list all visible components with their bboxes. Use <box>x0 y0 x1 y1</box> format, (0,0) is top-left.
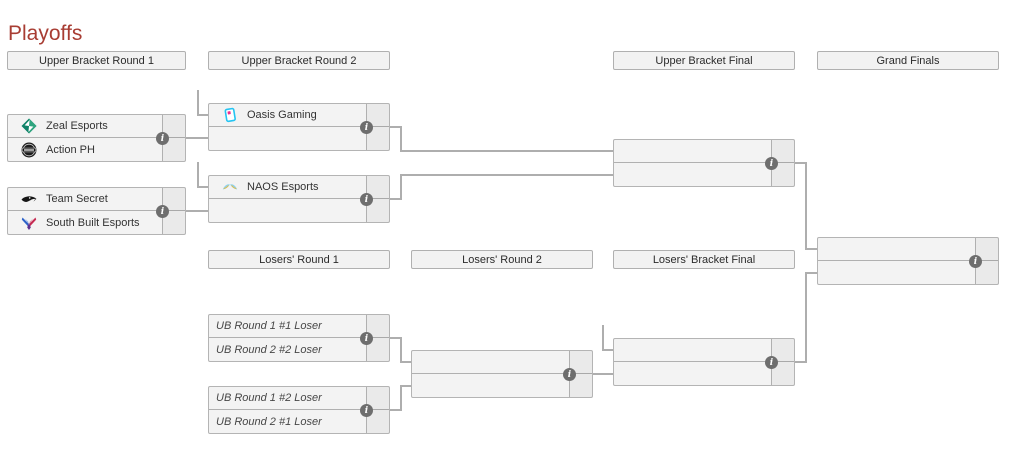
team-name: Team Secret <box>46 193 108 205</box>
team-slot-team-secret[interactable]: Team Secret <box>8 188 185 211</box>
header-losers-round-1: Losers' Round 1 <box>208 250 390 269</box>
team-slot-placeholder: UB Round 2 #2 Loser <box>209 338 389 361</box>
team-name: South Built Esports <box>46 216 140 229</box>
team-slot-zeal-esports[interactable]: Zeal Esports <box>8 115 185 138</box>
header-grand-finals: Grand Finals <box>817 51 999 70</box>
placeholder-text: UB Round 1 #1 Loser <box>216 320 322 332</box>
placeholder-text: UB Round 1 #2 Loser <box>216 392 322 404</box>
team-slot-placeholder: UB Round 1 #1 Loser <box>209 315 389 338</box>
team-slot-placeholder: UB Round 1 #2 Loser <box>209 387 389 410</box>
page-title: Playoffs <box>8 22 83 46</box>
info-icon[interactable]: i <box>765 356 778 369</box>
bracket-connector-line <box>400 174 613 176</box>
header-upper-bracket-final: Upper Bracket Final <box>613 51 795 70</box>
team-name: Oasis Gaming <box>247 109 317 121</box>
bracket-connector-line <box>197 90 199 116</box>
match-lb-round1-2: UB Round 1 #2 Loser UB Round 2 #1 Loser … <box>208 386 390 434</box>
header-upper-bracket-round-1: Upper Bracket Round 1 <box>7 51 186 70</box>
header-upper-bracket-round-2: Upper Bracket Round 2 <box>208 51 390 70</box>
team-name: Zeal Esports <box>46 120 108 132</box>
bracket-connector-line <box>593 373 613 375</box>
bracket-connector-line <box>795 361 807 363</box>
bracket-connector-line <box>805 272 817 274</box>
info-icon[interactable]: i <box>360 332 373 345</box>
bracket-connector-line <box>390 409 402 411</box>
bracket-connector-line <box>400 361 413 363</box>
info-icon[interactable]: i <box>360 404 373 417</box>
header-losers-bracket-final: Losers' Bracket Final <box>613 250 795 269</box>
team-name: Action PH <box>46 143 95 156</box>
team-name: NAOS Esports <box>247 181 319 193</box>
team-slot-action-ph[interactable]: Action PH <box>8 138 185 161</box>
placeholder-text: UB Round 2 #1 Loser <box>216 415 322 428</box>
info-icon[interactable]: i <box>156 132 169 145</box>
bracket-connector-line <box>400 126 402 152</box>
action-ph-logo-icon <box>21 142 37 158</box>
naos-esports-logo-icon <box>222 179 238 195</box>
info-icon[interactable]: i <box>765 157 778 170</box>
info-icon[interactable]: i <box>563 368 576 381</box>
team-slot-oasis-gaming[interactable]: Oasis Gaming <box>209 104 389 127</box>
south-built-esports-logo-icon <box>21 215 37 231</box>
team-slot-empty <box>412 351 592 374</box>
bracket-connector-line <box>197 162 199 188</box>
bracket-connector-line <box>400 337 402 363</box>
team-slot-placeholder: UB Round 2 #1 Loser <box>209 410 389 433</box>
match-ub-final: i <box>613 139 795 187</box>
bracket-connector-line <box>400 385 413 387</box>
team-slot-empty <box>614 339 794 362</box>
oasis-gaming-logo-icon <box>222 107 238 123</box>
team-secret-logo-icon <box>21 191 37 207</box>
bracket-connector-line <box>390 198 402 200</box>
info-icon[interactable]: i <box>360 121 373 134</box>
bracket-connector-line <box>390 126 402 128</box>
bracket-connector-line <box>400 174 402 200</box>
zeal-esports-logo-icon <box>21 118 37 134</box>
placeholder-text: UB Round 2 #2 Loser <box>216 343 322 356</box>
info-icon[interactable]: i <box>156 205 169 218</box>
bracket-connector-line <box>805 272 807 363</box>
bracket-connector-line <box>390 337 402 339</box>
match-grand-finals: i <box>817 237 999 285</box>
team-slot-naos-esports[interactable]: NAOS Esports <box>209 176 389 199</box>
match-lb-round1-1: UB Round 1 #1 Loser UB Round 2 #2 Loser … <box>208 314 390 362</box>
bracket-connector-line <box>197 186 208 188</box>
team-slot-empty <box>614 140 794 163</box>
match-ub-round1-1: Zeal Esports Action PH i <box>7 114 186 162</box>
bracket-connector-line <box>795 162 807 164</box>
bracket-connector-line <box>186 137 208 139</box>
bracket-connector-line <box>186 210 208 212</box>
match-lb-final: i <box>613 338 795 386</box>
bracket-connector-line <box>602 325 604 351</box>
header-losers-round-2: Losers' Round 2 <box>411 250 593 269</box>
info-icon[interactable]: i <box>360 193 373 206</box>
info-icon[interactable]: i <box>969 255 982 268</box>
bracket-connector-line <box>400 385 402 411</box>
match-lb-round2: i <box>411 350 593 398</box>
bracket-connector-line <box>602 349 613 351</box>
bracket-connector-line <box>805 248 817 250</box>
team-slot-empty <box>818 238 998 261</box>
team-slot-south-built-esports[interactable]: South Built Esports <box>8 211 185 234</box>
match-ub-round2-1: Oasis Gaming i <box>208 103 390 151</box>
bracket-connector-line <box>805 162 807 250</box>
bracket-connector-line <box>197 114 208 116</box>
match-ub-round1-2: Team Secret South Built Esports i <box>7 187 186 235</box>
match-ub-round2-2: NAOS Esports i <box>208 175 390 223</box>
bracket-connector-line <box>400 150 613 152</box>
